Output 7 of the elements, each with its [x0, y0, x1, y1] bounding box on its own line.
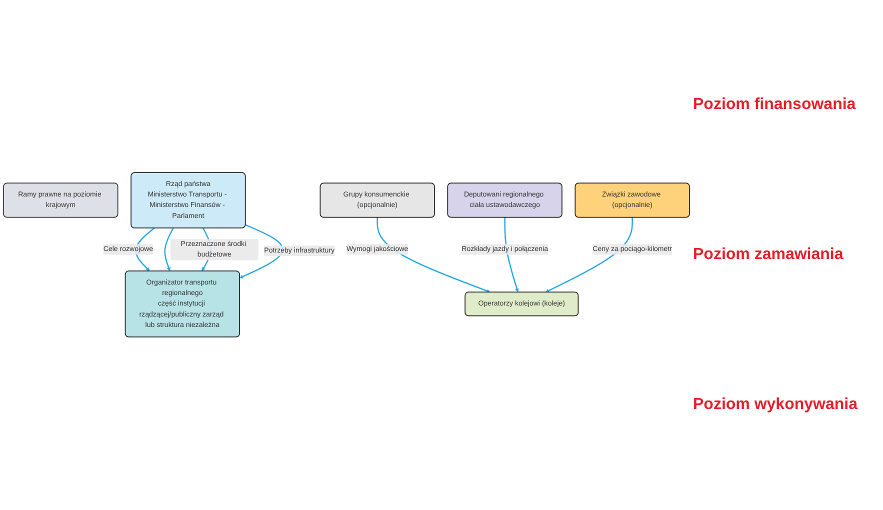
- level-label: Poziom finansowania: [693, 96, 857, 114]
- arrow: [164, 228, 174, 272]
- arrow: [239, 224, 284, 279]
- arrow: [546, 218, 633, 293]
- arrow: [376, 218, 490, 293]
- level-label: Poziom zamawiania: [693, 246, 844, 264]
- level-label: Poziom wykonywania: [693, 396, 859, 414]
